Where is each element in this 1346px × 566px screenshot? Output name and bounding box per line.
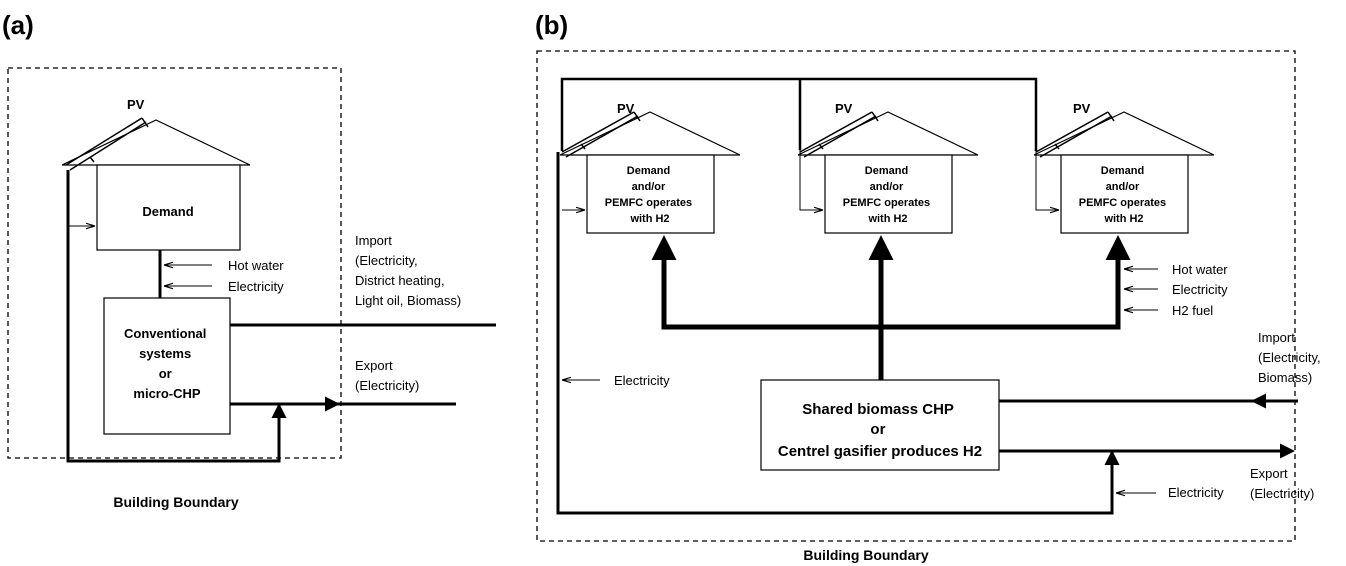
panel-b-chp-box [760,379,1000,471]
panel-a: (a) PV Demand Hot water Electricity Conv… [2,10,496,510]
panel-b-label: (b) [535,10,568,40]
panel-b-pv-label-2: PV [835,101,853,116]
panel-b-house-3-label: Demand and/or PEMFC operates with H2 [1079,165,1169,225]
panel-b-house-2 [797,111,979,234]
panel-a-import-label: Import (Electricity, District heating, L… [355,233,461,308]
panel-a-electricity-label: Electricity [228,279,284,294]
panel-b-h2-label: H2 fuel [1172,303,1213,318]
panel-b-house-3 [1033,111,1215,234]
panel-b: (b) PV Demand and/or PEMFC operates with… [535,10,1324,563]
panel-a-conventional-label: Conventional systems or micro-CHP [124,326,210,401]
panel-b-left-electricity-label: Electricity [614,373,670,388]
panel-b-hotwater-label: Hot water [1172,262,1228,277]
panel-a-export-label: Export (Electricity) [355,358,419,393]
panel-b-export-label: Export (Electricity) [1250,466,1314,501]
panel-a-demand-box [96,164,241,251]
panel-b-house-1-label: Demand and/or PEMFC operates with H2 [605,165,695,225]
panel-b-boundary-label: Building Boundary [803,547,928,563]
panel-b-pv-label-3: PV [1073,101,1091,116]
panel-b-pv-label-1: PV [617,101,635,116]
panel-b-pv-feed-2 [799,150,823,210]
panel-b-distribution-line [661,245,1121,330]
panel-b-import-label: Import (Electricity, Biomass) [1258,330,1324,385]
panel-b-chp-label: Shared biomass CHP or Centrel gasifier p… [778,401,982,460]
panel-b-house-1 [559,111,741,234]
panel-b-pv-feed-3 [1035,150,1059,210]
panel-a-building-boundary [7,67,342,459]
panel-b-house-2-label: Demand and/or PEMFC operates with H2 [843,165,933,225]
panel-b-electricity-label: Electricity [1172,282,1228,297]
panel-a-conventional-box [103,297,231,435]
panel-a-boundary-label: Building Boundary [113,494,238,510]
panel-a-demand-label: Demand [142,204,193,219]
panel-b-building-boundary [536,50,1296,542]
panel-b-bottom-electricity-label: Electricity [1168,485,1224,500]
panel-a-label: (a) [2,10,34,40]
panel-a-hotwater-label: Hot water [228,258,284,273]
panel-a-pv-label: PV [127,97,145,112]
